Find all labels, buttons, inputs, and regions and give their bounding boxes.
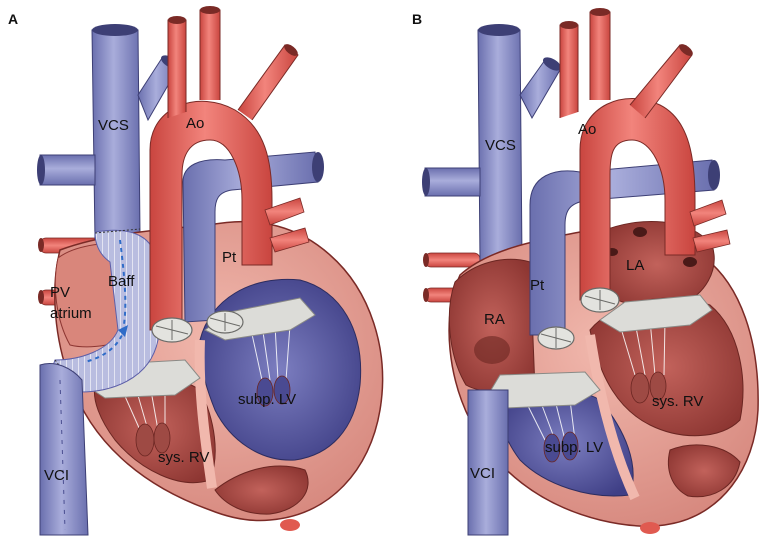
label-vcs-a: VCS [98, 117, 129, 134]
label-pt-b: Pt [530, 277, 545, 294]
label-vcs-b: VCS [485, 137, 516, 154]
label-subp-lv-a: subp. LV [238, 391, 296, 408]
label-pv-atrium-line2-a: atrium [50, 305, 92, 322]
papillary-muscles-b [543, 371, 667, 463]
chordae-b [524, 319, 666, 441]
inferior-vena-cava-b [467, 389, 509, 536]
pulmonary-veins-right-b [689, 199, 731, 253]
label-baff-a: Baff [108, 273, 135, 290]
semilunar-valves-a [151, 310, 244, 343]
label-pt-a: Pt [222, 249, 237, 266]
label-subp-lv-b: subp. LV [545, 439, 603, 456]
panel-b: B [412, 8, 759, 536]
chordae-a [119, 324, 291, 431]
label-ra-b: RA [484, 311, 505, 328]
semilunar-valves-b [537, 287, 620, 350]
superior-vena-cava [37, 24, 180, 241]
label-vci-a: VCI [44, 467, 69, 484]
aorta-a [149, 6, 299, 331]
label-vci-b: VCI [470, 465, 495, 482]
label-ao-b: Ao [578, 121, 596, 138]
aorta-b [559, 8, 696, 301]
panel-letter-a: A [8, 11, 18, 27]
pulmonary-trunk-b [529, 159, 720, 336]
pulmonary-trunk-a [182, 151, 324, 323]
panel-letter-b: B [412, 11, 422, 27]
inferior-vena-cava [39, 363, 89, 536]
pulmonary-veins-right [264, 197, 310, 253]
mitral-valve-b [599, 294, 713, 333]
superior-vena-cava-b [422, 24, 562, 263]
label-sys-rv-a: sys. RV [158, 449, 209, 466]
label-sys-rv-b: sys. RV [652, 393, 703, 410]
label-pv-atrium-line1-a: PV [50, 284, 70, 301]
label-la-b: LA [626, 257, 644, 274]
papillary-muscles-a [135, 375, 291, 457]
panel-a: A [8, 6, 384, 536]
label-ao-a: Ao [186, 115, 204, 132]
